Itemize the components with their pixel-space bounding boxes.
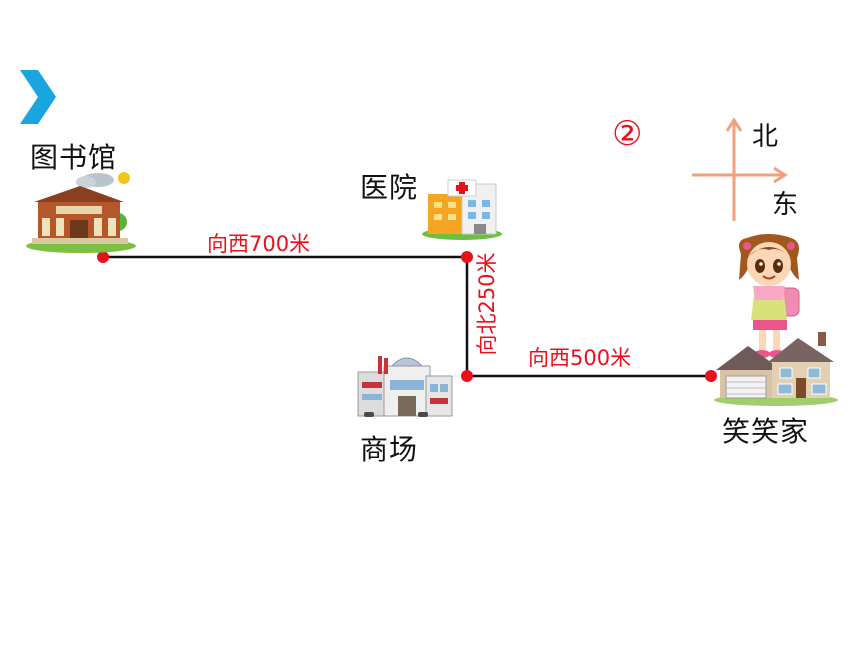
north-label: 北 [752,122,779,152]
compass-icon [692,117,788,221]
place-library-label: 图书馆 [30,141,118,174]
route-label-mall-home: 向西500米 [528,346,632,370]
place-hospital-label: 医院 [360,171,419,204]
chevron-icon [20,70,56,124]
point-hospital [461,251,473,263]
place-home-label: 笑笑家 [722,415,810,448]
route-label-library-hospital: 向西700米 [207,232,311,256]
hospital-building-icon [422,179,502,240]
east-label: 东 [772,190,799,220]
point-home [705,370,717,382]
library-building-icon [26,172,136,253]
home-house-icon [714,332,838,406]
point-mall [461,370,473,382]
route-label-hospital-mall: 向北250米 [475,252,499,356]
question-number: ② [612,114,643,154]
place-mall-label: 商场 [360,433,419,466]
mall-building-icon [357,356,453,417]
point-library [97,251,109,263]
